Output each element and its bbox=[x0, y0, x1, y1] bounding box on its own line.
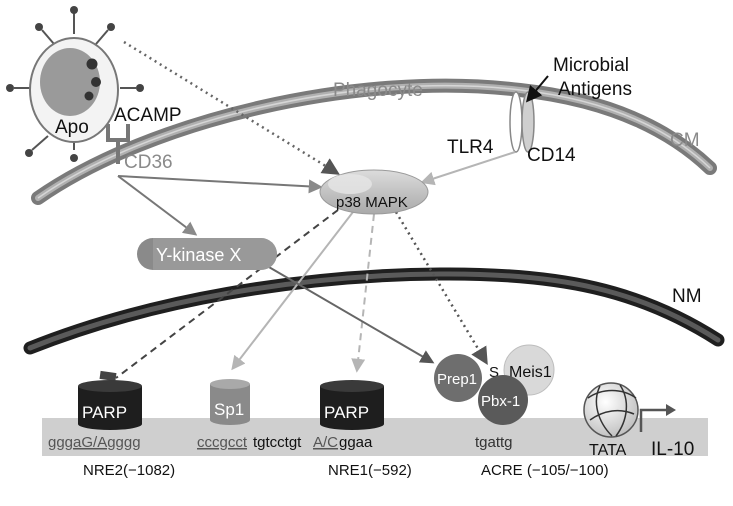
nre1-sequence-part1: cccgcct bbox=[197, 434, 248, 451]
nre2-label: NRE2(−1082) bbox=[83, 462, 175, 479]
nre1-sequence-part2: tgtcctgt bbox=[253, 434, 302, 451]
microbial-label-line2: Antigens bbox=[558, 79, 632, 100]
phagocyte-label: Phagocyte bbox=[333, 80, 423, 101]
s-label: S bbox=[489, 364, 499, 381]
nre1-sequence-part3: A/C bbox=[313, 434, 338, 451]
acamp-label: ACAMP bbox=[114, 105, 182, 126]
nre1-sequence-part4: ggaa bbox=[339, 434, 373, 451]
microbial-label-line1: Microbial bbox=[553, 55, 629, 76]
microbial-arrow bbox=[525, 75, 549, 103]
acre-sequence: tgattg bbox=[475, 434, 513, 451]
acre-label: ACRE (−105/−100) bbox=[481, 462, 609, 479]
p38-label: p38 MAPK bbox=[336, 194, 408, 211]
p38-to-parp-nre1-arrow bbox=[351, 213, 375, 373]
p38-to-parp-nre2-arrow bbox=[115, 209, 339, 379]
cm-label: CM bbox=[670, 130, 700, 151]
meis1-label: Meis1 bbox=[509, 364, 552, 381]
apoptotic-cell: Apo bbox=[6, 6, 144, 162]
nm-label: NM bbox=[672, 286, 702, 307]
ykinase-label: Y-kinase X bbox=[156, 245, 241, 265]
parp-nre1-label: PARP bbox=[324, 403, 369, 422]
ykinase-to-prep1-arrow bbox=[261, 262, 435, 364]
sp1-label: Sp1 bbox=[214, 400, 244, 419]
cd36-to-ykinase-arrow bbox=[117, 175, 198, 236]
cell-membrane bbox=[31, 78, 717, 205]
prep1-label: Prep1 bbox=[437, 371, 477, 388]
cd14-label: CD14 bbox=[527, 145, 576, 166]
parp-nre2-protein[interactable]: PARP bbox=[78, 370, 142, 430]
tata-label: TATA bbox=[589, 442, 627, 459]
sp1-protein[interactable]: Sp1 bbox=[210, 379, 250, 425]
nuclear-membrane bbox=[23, 267, 725, 355]
tlr4-cd14-receptor bbox=[509, 91, 535, 153]
apo-label: Apo bbox=[55, 117, 89, 138]
il10-label: IL-10 bbox=[651, 439, 694, 460]
cd36-to-p38-arrow bbox=[117, 175, 323, 194]
p38-mapk-node[interactable]: p38 MAPK bbox=[319, 169, 429, 215]
parp-nre2-label: PARP bbox=[82, 403, 127, 422]
pbx1-label: Pbx-1 bbox=[481, 393, 520, 410]
pbx1-protein[interactable]: Pbx-1 bbox=[478, 375, 528, 425]
tlr4-label: TLR4 bbox=[447, 137, 494, 158]
prep1-protein[interactable]: Prep1 bbox=[434, 354, 482, 402]
nre2-sequence: gggaG/Agggg bbox=[48, 434, 141, 451]
p38-to-sp1-arrow bbox=[231, 211, 354, 371]
cd36-receptor bbox=[106, 124, 130, 164]
cd36-label: CD36 bbox=[124, 152, 173, 173]
p38-to-acre-arrow bbox=[394, 211, 488, 366]
ykinase-x-node[interactable]: Y-kinase X bbox=[137, 238, 277, 270]
transcription-start-arrow bbox=[639, 404, 676, 432]
parp-nre1-protein[interactable]: PARP bbox=[320, 380, 384, 430]
nre1-label: NRE1(−592) bbox=[328, 462, 412, 479]
tata-binding-protein[interactable] bbox=[583, 382, 639, 438]
tlr4-to-p38-arrow bbox=[420, 151, 516, 186]
